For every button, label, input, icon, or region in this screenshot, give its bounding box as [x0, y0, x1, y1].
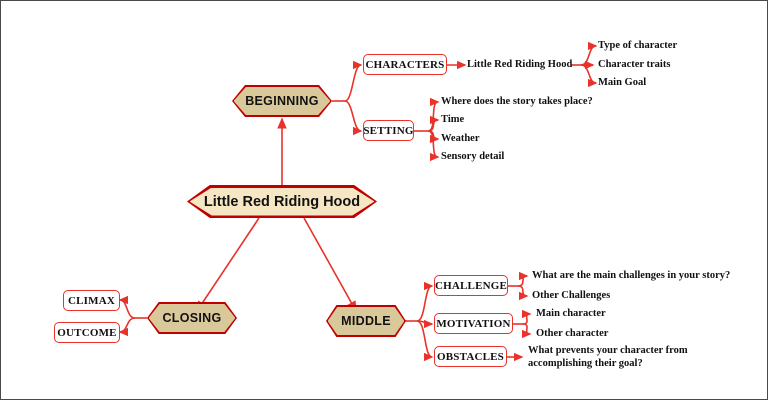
edge-middle-motivation — [416, 319, 434, 329]
prevents-label: What prevents your character from accomp… — [528, 345, 688, 369]
branch-node-beginning[interactable]: BEGINNING — [232, 85, 332, 117]
main-goal-label: Main Goal — [598, 77, 647, 88]
node-setting[interactable]: SETTING — [363, 120, 414, 141]
edge-setting-where — [427, 97, 440, 132]
edge-motivation-main — [521, 309, 532, 325]
center-node[interactable]: Little Red Riding Hood — [187, 185, 377, 218]
branch-node-closing[interactable]: CLOSING — [147, 302, 237, 334]
leaf-time[interactable]: Time — [441, 114, 464, 127]
leaf-other-challenges[interactable]: Other Challenges — [532, 290, 610, 303]
middle-body: MIDDLE — [327, 306, 405, 336]
edge-motivation-other — [521, 323, 532, 339]
other-character-label: Other character — [536, 328, 609, 339]
edge-middle-obstacles — [416, 320, 434, 362]
leaf-main-challenges[interactable]: What are the main challenges in your sto… — [532, 270, 730, 283]
leaf-where-story-takes-place[interactable]: Where does the story takes place? — [441, 96, 593, 109]
edge-setting-time — [427, 115, 440, 132]
outcome-label: OUTCOME — [57, 326, 117, 339]
edge-beginning-characters — [344, 60, 363, 102]
other-challenges-label: Other Challenges — [532, 290, 611, 301]
leaf-main-character[interactable]: Main character — [536, 308, 606, 321]
leaf-what-prevents-character[interactable]: What prevents your character from accomp… — [528, 345, 718, 370]
node-outcome[interactable]: OUTCOME — [54, 322, 120, 343]
edge-center-closing — [196, 217, 260, 313]
leaf-type-of-character[interactable]: Type of character — [598, 40, 677, 53]
type-of-character-label: Type of character — [598, 40, 678, 51]
characters-label: CHARACTERS — [365, 58, 445, 71]
edge-center-middle — [303, 217, 357, 313]
node-characters[interactable]: CHARACTERS — [363, 54, 447, 75]
edge-lrrh-goal — [580, 64, 598, 88]
edge-challenge-other — [517, 285, 529, 301]
edge-setting-sensory — [427, 130, 440, 162]
leaf-character-traits[interactable]: Character traits — [598, 59, 670, 72]
beginning-label: BEGINNING — [245, 94, 319, 108]
leaf-little-red-riding-hood[interactable]: Little Red Riding Hood — [467, 59, 572, 72]
weather-label: Weather — [441, 133, 480, 144]
character-traits-label: Character traits — [598, 59, 671, 70]
node-climax[interactable]: CLIMAX — [63, 290, 120, 311]
closing-body: CLOSING — [148, 303, 236, 333]
center-node-body: Little Red Riding Hood — [189, 187, 375, 216]
edge-closing-outcome — [118, 317, 136, 337]
obstacles-label: OBSTACLES — [436, 350, 504, 363]
node-challenge[interactable]: CHALLENGE — [434, 275, 508, 296]
leaf-other-character[interactable]: Other character — [536, 328, 608, 341]
center-node-label: Little Red Riding Hood — [203, 193, 361, 210]
climax-label: CLIMAX — [67, 294, 116, 307]
lrrh-label: Little Red Riding Hood — [467, 59, 573, 70]
leaf-main-goal[interactable]: Main Goal — [598, 77, 646, 90]
edge-beginning-setting — [344, 100, 363, 136]
leaf-sensory-detail[interactable]: Sensory detail — [441, 151, 504, 164]
sensory-detail-label: Sensory detail — [441, 151, 505, 162]
leaf-weather[interactable]: Weather — [441, 133, 480, 146]
setting-label: SETTING — [363, 124, 414, 137]
where-label: Where does the story takes place? — [441, 96, 593, 107]
challenge-label: CHALLENGE — [434, 279, 508, 292]
main-character-label: Main character — [536, 308, 606, 319]
edge-setting-weather — [427, 130, 440, 144]
edge-lrrh-type — [580, 41, 598, 66]
edge-challenge-main — [517, 271, 529, 287]
node-motivation[interactable]: MOTIVATION — [434, 313, 513, 334]
motivation-label: MOTIVATION — [436, 317, 511, 330]
closing-label: CLOSING — [162, 311, 222, 325]
middle-label: MIDDLE — [341, 314, 391, 328]
edge-middle-challenge — [416, 281, 434, 322]
edge-closing-climax — [118, 295, 136, 319]
main-challenges-label: What are the main challenges in your sto… — [532, 270, 731, 281]
beginning-body: BEGINNING — [233, 86, 331, 116]
node-obstacles[interactable]: OBSTACLES — [434, 346, 507, 367]
time-label: Time — [441, 114, 465, 125]
branch-node-middle[interactable]: MIDDLE — [326, 305, 406, 337]
